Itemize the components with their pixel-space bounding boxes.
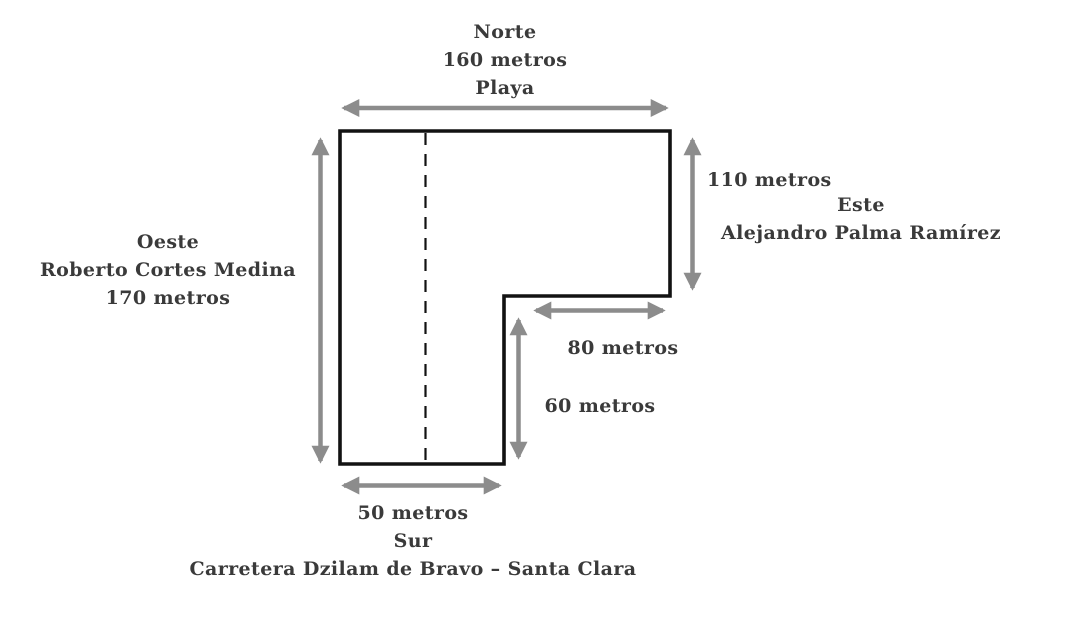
- south-label-block: 50 metros Sur Carretera Dzilam de Bravo …: [189, 499, 636, 583]
- north-label-block: Norte 160 metros Playa: [443, 18, 568, 102]
- north-length-label: 160 metros: [442, 49, 568, 71]
- east-boundary-label: Alejandro Palma Ramírez: [721, 222, 1001, 244]
- east-direction-label: Este: [837, 194, 885, 216]
- west-direction-label: Oeste: [136, 231, 200, 253]
- north-direction-label: Norte: [473, 21, 537, 43]
- west-length-label: 170 metros: [105, 287, 231, 309]
- south-direction-label: Sur: [393, 530, 433, 552]
- plot-outline: [338, 129, 672, 466]
- south-length-label: 50 metros: [357, 502, 469, 524]
- east-length-label: 110 metros: [707, 169, 832, 191]
- south-boundary-label: Carretera Dzilam de Bravo – Santa Clara: [189, 558, 637, 580]
- notch-east-length-label: 80 metros: [567, 337, 679, 359]
- east-label-block: Este Alejandro Palma Ramírez: [721, 191, 1001, 247]
- west-label-block: Oeste Roberto Cortes Medina 170 metros: [40, 228, 296, 312]
- west-boundary-label: Roberto Cortes Medina: [39, 259, 297, 281]
- north-boundary-label: Playa: [475, 77, 535, 99]
- notch-south-length-label: 60 metros: [544, 395, 656, 417]
